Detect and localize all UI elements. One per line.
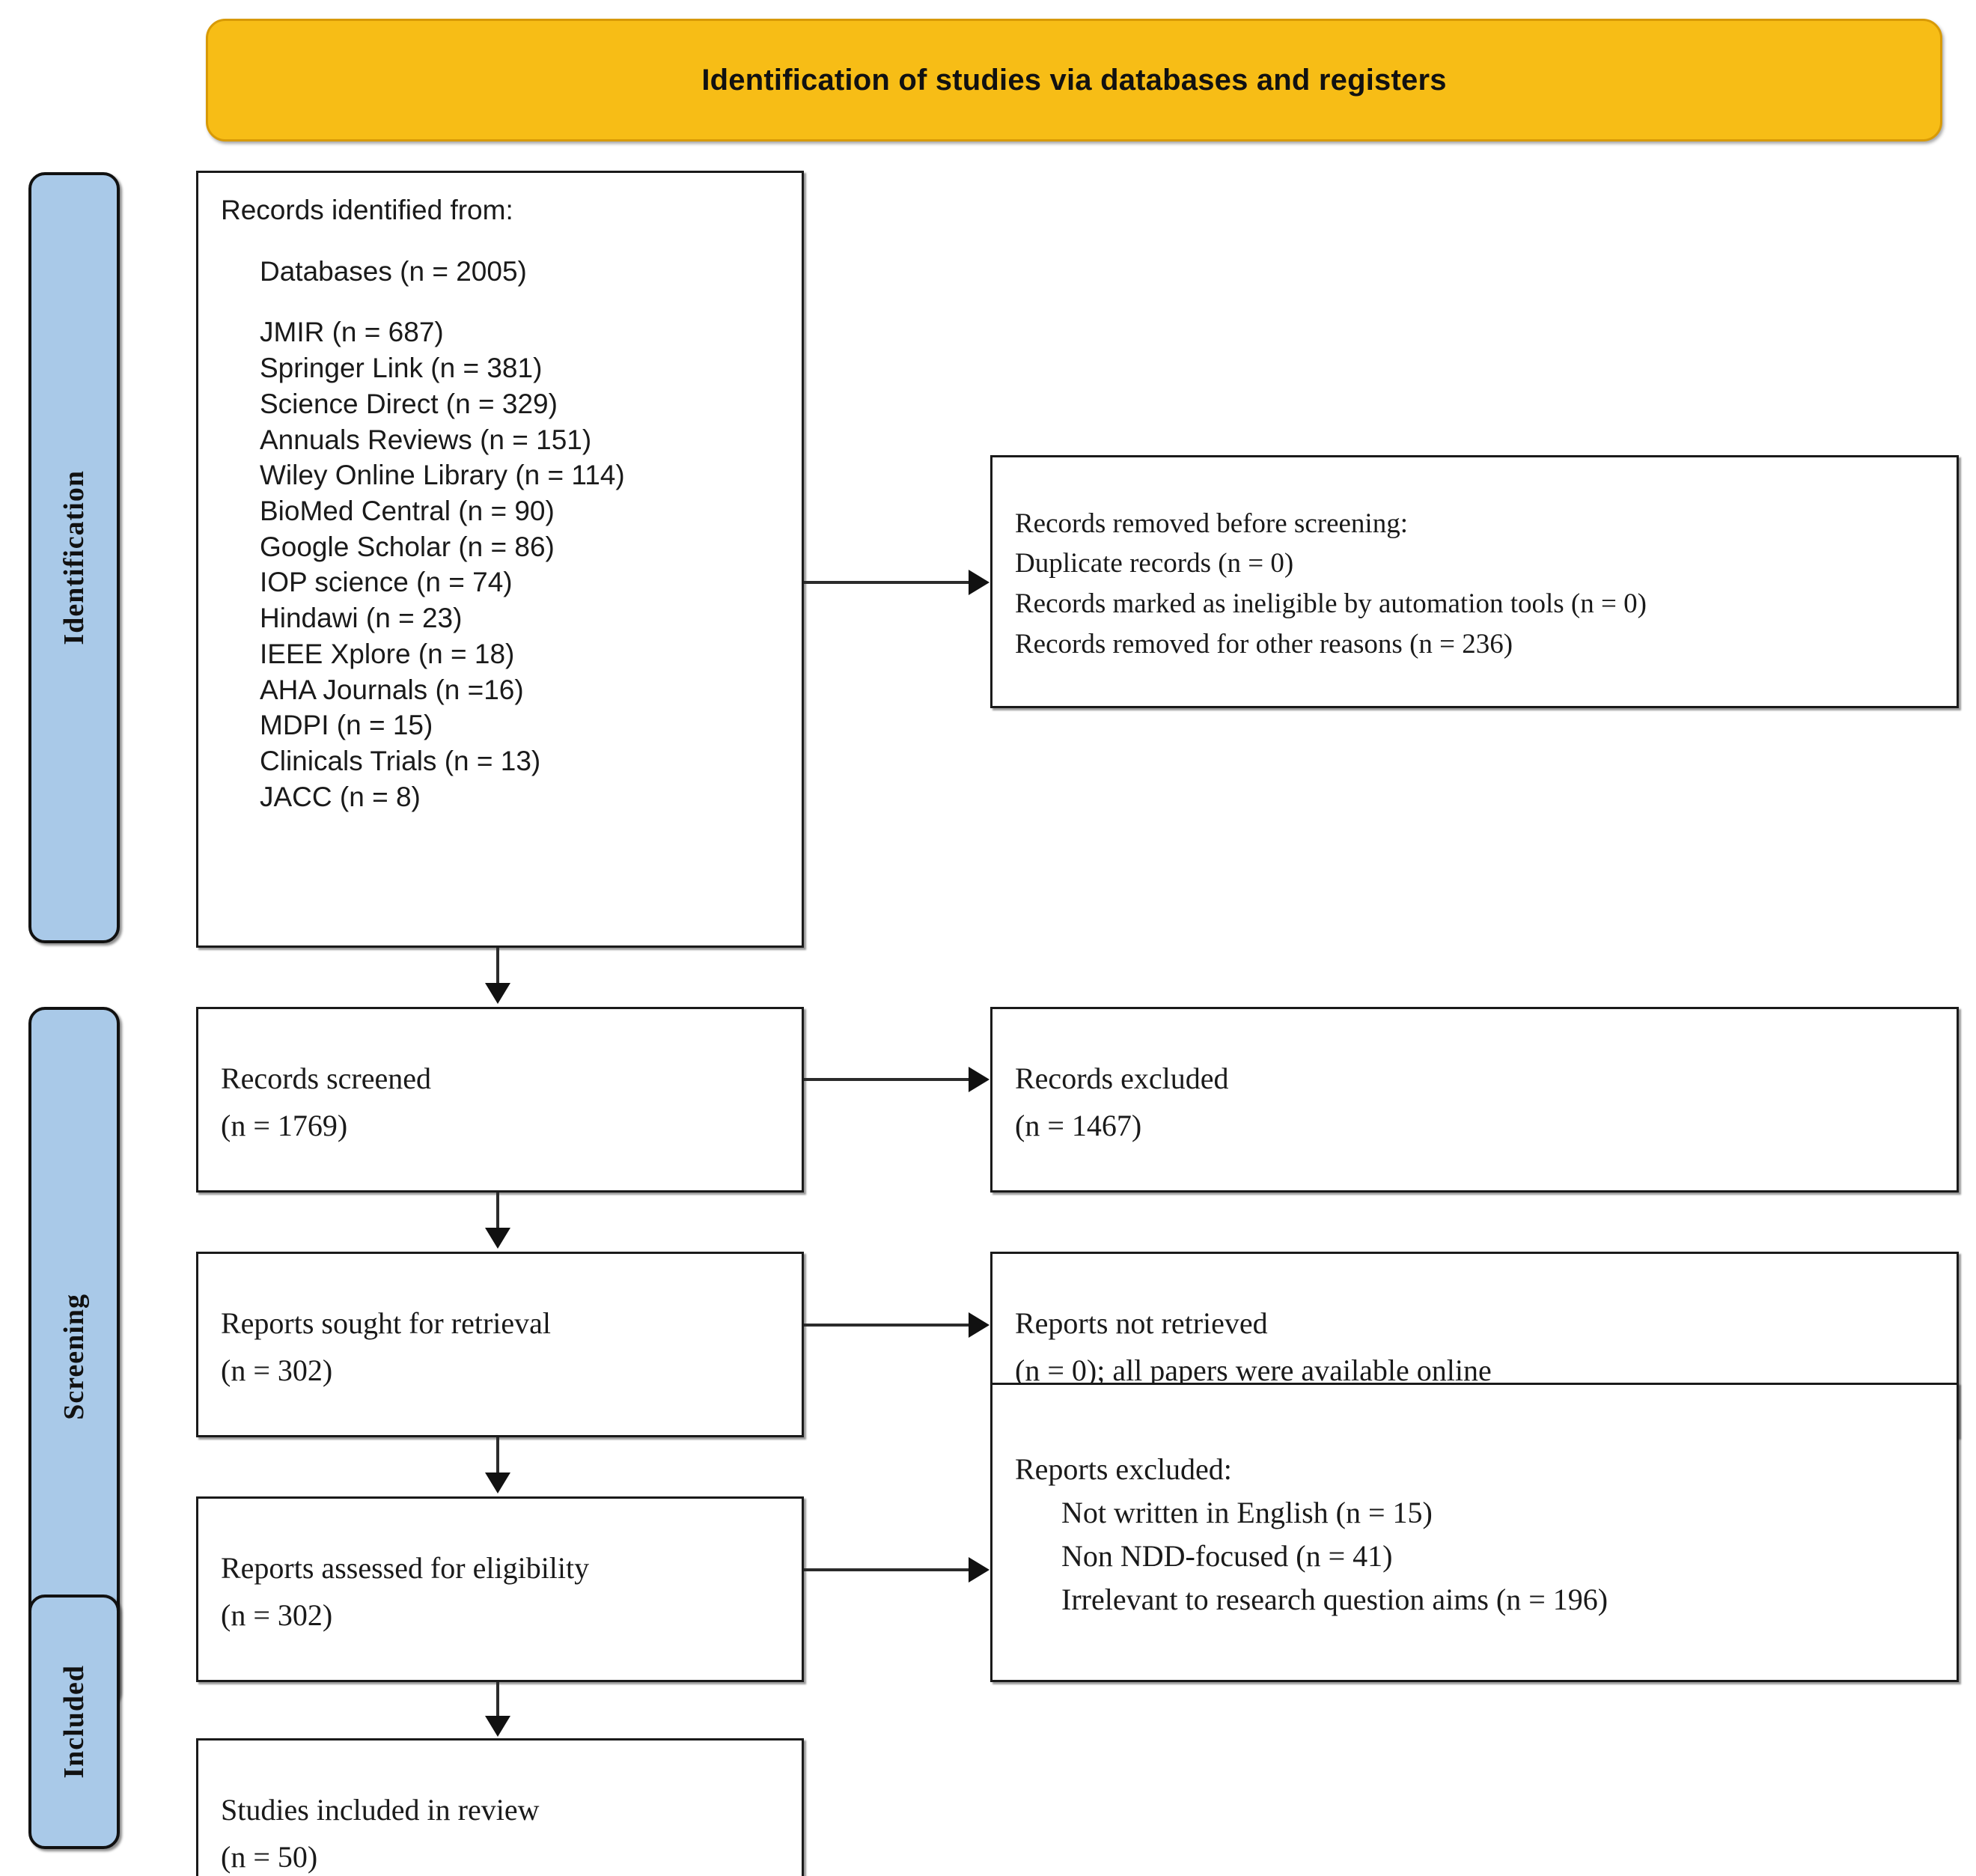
reports-sought-box: Reports sought for retrieval (n = 302) (196, 1252, 804, 1437)
connector-identified-to-removed (804, 581, 970, 584)
header-banner: Identification of studies via databases … (206, 19, 1942, 141)
source-mdpi: MDPI (n = 15) (260, 710, 433, 741)
removed-other-reasons: Records removed for other reasons (n = 2… (1015, 628, 1513, 660)
records-identified-heading: Records identified from: (221, 195, 513, 225)
connector-sought-to-not-retrieved (804, 1324, 970, 1327)
arrowhead-screened-to-sought (485, 1228, 510, 1249)
stage-label-identification: Identification (58, 470, 90, 645)
reports-excluded-heading: Reports excluded: (1015, 1452, 1232, 1486)
records-removed-heading: Records removed before screening: (1015, 508, 1408, 539)
connector-identified-to-screened (496, 948, 499, 985)
stage-bar-identification: Identification (28, 172, 120, 943)
records-screened-label: Records screened (221, 1061, 431, 1095)
source-google-scholar: Google Scholar (n = 86) (260, 531, 555, 562)
source-wiley-online-library: Wiley Online Library (n = 114) (260, 460, 625, 491)
stage-label-included: Included (58, 1665, 90, 1779)
records-screened-count: (n = 1769) (221, 1109, 348, 1142)
source-springer-link: Springer Link (n = 381) (260, 353, 543, 384)
reports-sought-label: Reports sought for retrieval (221, 1306, 551, 1340)
connector-screened-to-excluded (804, 1078, 970, 1081)
source-science-direct: Science Direct (n = 329) (260, 388, 558, 419)
arrowhead-sought-to-not-retrieved (969, 1312, 989, 1338)
records-removed-box: Records removed before screening: Duplic… (990, 455, 1959, 708)
reports-sought-count: (n = 302) (221, 1353, 333, 1387)
reports-assessed-box: Reports assessed for eligibility (n = 30… (196, 1496, 804, 1682)
stage-label-screening: Screening (58, 1294, 90, 1420)
stage-bar-included: Included (28, 1595, 120, 1849)
source-clinicals-trials: Clinicals Trials (n = 13) (260, 746, 541, 777)
records-excluded-label: Records excluded (1015, 1061, 1229, 1095)
arrowhead-identified-to-removed (969, 570, 989, 595)
removed-duplicate-records: Duplicate records (n = 0) (1015, 548, 1294, 579)
source-hindawi: Hindawi (n = 23) (260, 603, 463, 634)
arrowhead-assessed-to-reports-excluded (969, 1557, 989, 1583)
reason-not-english: Not written in English (n = 15) (1061, 1496, 1433, 1529)
reports-assessed-label: Reports assessed for eligibility (221, 1550, 590, 1585)
databases-total: Databases (n = 2005) (260, 255, 527, 287)
studies-included-box: Studies included in review (n = 50) (196, 1738, 804, 1876)
records-identified-box: Records identified from: Databases (n = … (196, 171, 804, 948)
reason-irrelevant: Irrelevant to research question aims (n … (1061, 1583, 1608, 1616)
reports-assessed-count: (n = 302) (221, 1598, 333, 1632)
records-excluded-box: Records excluded (n = 1467) (990, 1007, 1959, 1193)
connector-assessed-to-reports-excluded (804, 1568, 970, 1571)
source-biomed-central: BioMed Central (n = 90) (260, 496, 555, 527)
connector-sought-to-assessed (496, 1437, 499, 1475)
source-aha-journals: AHA Journals (n =16) (260, 674, 524, 705)
studies-included-label: Studies included in review (221, 1792, 540, 1827)
arrowhead-assessed-to-included (485, 1716, 510, 1737)
source-annuals-reviews: Annuals Reviews (n = 151) (260, 424, 592, 455)
reason-non-ndd-focused: Non NDD-focused (n = 41) (1061, 1539, 1393, 1573)
arrowhead-identified-to-screened (485, 983, 510, 1004)
stage-bar-screening: Screening (28, 1007, 120, 1707)
source-jacc: JACC (n = 8) (260, 781, 421, 812)
arrowhead-screened-to-excluded (969, 1067, 989, 1092)
banner-title: Identification of studies via databases … (701, 63, 1447, 97)
connector-assessed-to-included (496, 1682, 499, 1718)
records-excluded-count: (n = 1467) (1015, 1109, 1142, 1142)
studies-included-count: (n = 50) (221, 1840, 318, 1874)
reports-not-retrieved-count: (n = 0); all papers were available onlin… (1015, 1353, 1492, 1387)
reports-excluded-box: Reports excluded: Not written in English… (990, 1383, 1959, 1682)
arrowhead-sought-to-assessed (485, 1473, 510, 1493)
source-ieee-xplore: IEEE Xplore (n = 18) (260, 638, 515, 669)
removed-ineligible-automation: Records marked as ineligible by automati… (1015, 588, 1647, 619)
spacer-2 (221, 289, 779, 314)
reports-not-retrieved-label: Reports not retrieved (1015, 1306, 1268, 1340)
spacer-1 (221, 228, 779, 254)
connector-screened-to-sought (496, 1193, 499, 1230)
records-screened-box: Records screened (n = 1769) (196, 1007, 804, 1193)
source-iop-science: IOP science (n = 74) (260, 567, 513, 598)
source-jmir: JMIR (n = 687) (260, 317, 444, 348)
